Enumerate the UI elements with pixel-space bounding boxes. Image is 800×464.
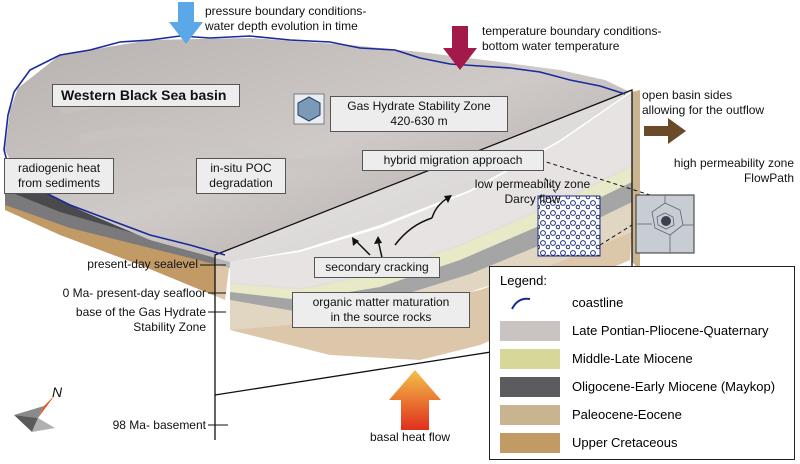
ghsz-base-label: base of the Gas Hydrate Stability Zone — [75, 305, 206, 334]
legend-swatch — [500, 321, 560, 341]
legend-item: coastline — [500, 293, 790, 313]
arrowhead-1 — [374, 236, 382, 244]
legend-label: Oligocene-Early Miocene (Maykop) — [572, 379, 776, 394]
outflow-arrow — [644, 118, 686, 144]
pressure-boundary-label: pressure boundary conditions- water dept… — [205, 4, 367, 33]
legend-label: coastline — [572, 295, 624, 310]
front-paleocene — [230, 200, 632, 330]
secondary-cracking-label: secondary cracking — [314, 257, 440, 278]
legend-swatch — [500, 405, 560, 425]
arrowhead-3 — [352, 237, 359, 246]
low-permeability-label: low permeability zone Darcy flow — [474, 177, 591, 206]
low-permeability-inset — [537, 195, 601, 257]
ghsz-title: Gas Hydrate Stability Zone 420-630 m — [330, 96, 508, 132]
basin-title: Western Black Sea basin — [52, 84, 240, 107]
legend-item: Upper Cretaceous — [500, 433, 790, 453]
present-seafloor-label: 0 Ma- present-day seafloor — [62, 286, 206, 300]
legend-swatch — [500, 349, 560, 369]
pointer-high-perm — [599, 224, 633, 246]
high-permeability-cells — [636, 195, 694, 253]
north-label: N — [52, 384, 63, 400]
present-sealevel-label: present-day sealevel — [87, 257, 198, 271]
north-arrow-icon — [14, 395, 55, 432]
basal-heat-flow-label: basal heat flow — [370, 430, 451, 444]
pointer-low-perm — [544, 177, 557, 194]
legend-swatch — [500, 377, 560, 397]
arrowhead-2 — [444, 195, 452, 203]
legend-label: Middle-Late Miocene — [572, 351, 693, 366]
insitu-poc-label: in-situ POC degradation — [196, 158, 286, 194]
pointer-hybrid — [539, 159, 651, 196]
temperature-boundary-label: temperature boundary conditions- bottom … — [482, 24, 662, 53]
basal-heat-arrow — [389, 370, 441, 430]
hybrid-migration-label: hybrid migration approach — [362, 150, 544, 171]
radiogenic-heat-label: radiogenic heat from sediments — [4, 158, 114, 194]
legend-swatch — [511, 297, 531, 310]
front-maykop — [230, 180, 632, 312]
legend-item: Late Pontian-Pliocene-Quaternary — [500, 321, 790, 341]
migration-arrow-2 — [394, 217, 433, 246]
open-basin-label: open basin sides allowing for the outflo… — [642, 88, 765, 117]
high-permeability-core — [661, 216, 671, 226]
legend-item: Oligocene-Early Miocene (Maykop) — [500, 377, 790, 397]
legend-item: Paleocene-Eocene — [500, 405, 790, 425]
legend-item: Middle-Late Miocene — [500, 349, 790, 369]
legend-title: Legend: — [500, 273, 547, 288]
legend-label: Paleocene-Eocene — [572, 407, 682, 422]
migration-arrow-4 — [354, 239, 371, 256]
front-pontian — [230, 92, 632, 290]
high-permeability-label: high permeability zone FlowPath — [673, 156, 794, 185]
organic-maturation-label: organic matter maturation in the source … — [292, 292, 470, 328]
gas-hydrate-icon — [297, 96, 321, 122]
coastline — [3, 35, 626, 256]
legend-label: Upper Cretaceous — [572, 435, 678, 450]
pressure-arrow — [169, 2, 203, 44]
temperature-arrow — [443, 26, 477, 70]
legend-label: Late Pontian-Pliocene-Quaternary — [572, 323, 769, 338]
legend-swatch — [500, 433, 560, 453]
basement-label: 98 Ma- basement — [112, 418, 206, 432]
